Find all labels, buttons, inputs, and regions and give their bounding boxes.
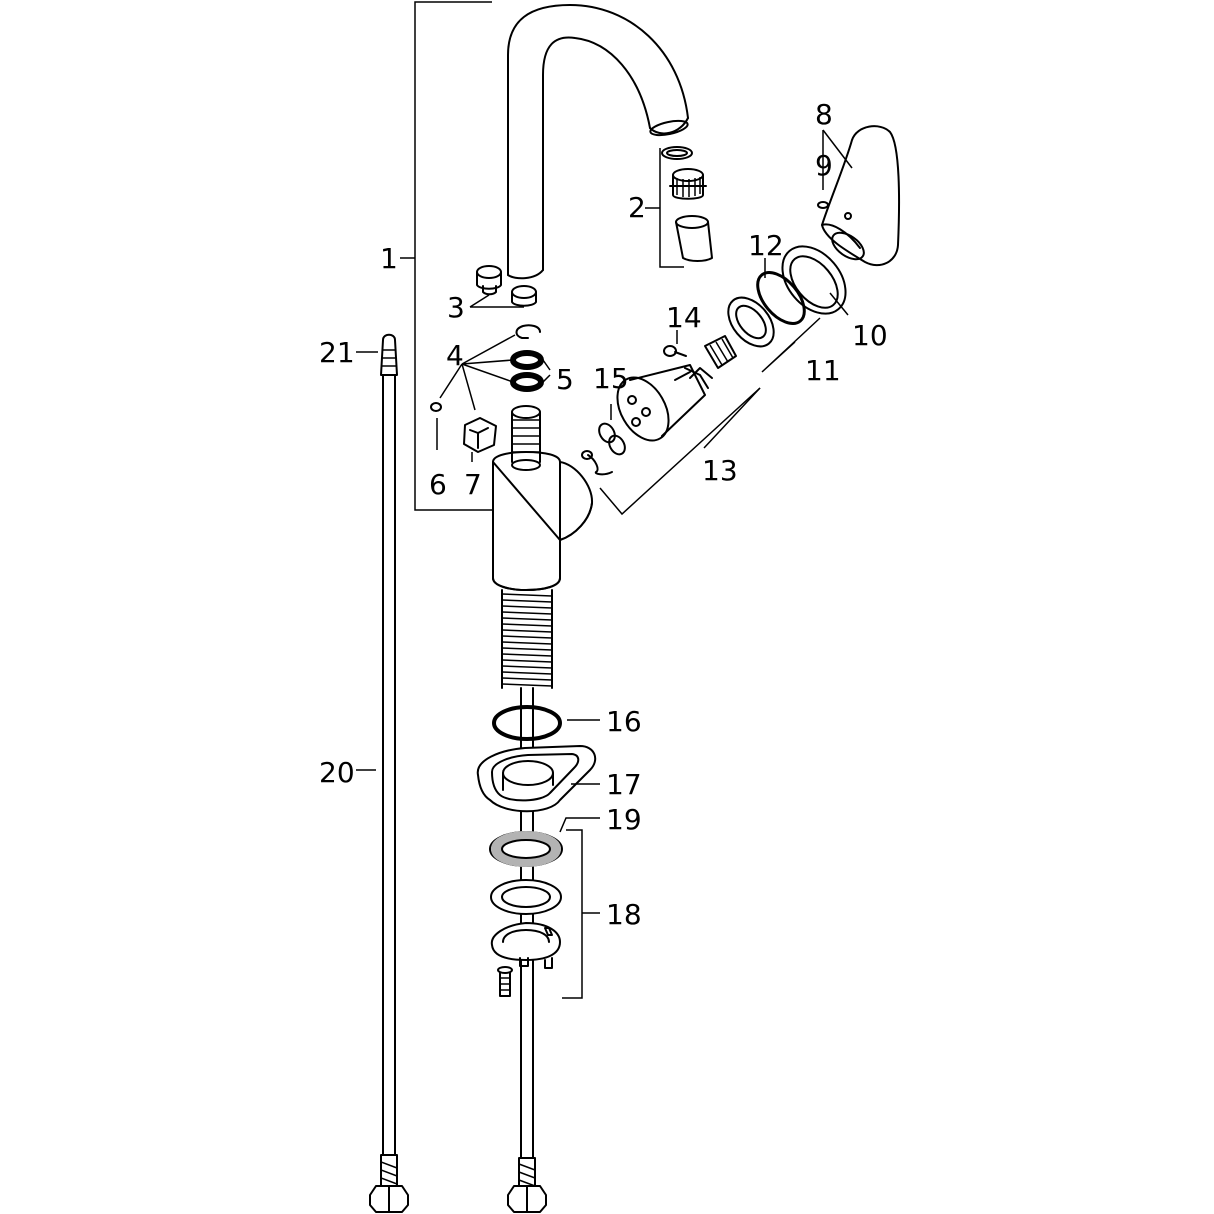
- part-3-adaptors: [469, 265, 537, 308]
- label-part-15: 15: [593, 362, 629, 395]
- label-part-21: 21: [319, 336, 355, 369]
- faucet-body: [492, 405, 594, 591]
- washer-fill: [491, 831, 561, 867]
- label-part-16: 16: [606, 705, 642, 738]
- part-21-hose-tip: [356, 333, 398, 376]
- part-2-aerator: [645, 146, 713, 268]
- part-16-oring: [492, 705, 600, 741]
- label-part-20: 20: [319, 756, 355, 789]
- label-part-3: 3: [447, 291, 465, 324]
- label-part-5: 5: [556, 363, 574, 396]
- label-part-13: 13: [702, 454, 738, 487]
- label-part-2: 2: [628, 191, 646, 224]
- part-12-oring: [756, 258, 806, 325]
- label-part-17: 17: [606, 768, 642, 801]
- part-labels: 1 2 3 4 5 6 7 8 9 10 11 12 13 14 15 16 1…: [319, 98, 888, 931]
- label-part-18: 18: [606, 898, 642, 931]
- part-17-plate: [476, 745, 600, 813]
- part-15-seals: [581, 404, 626, 476]
- label-part-1: 1: [380, 242, 398, 275]
- label-part-8: 8: [815, 98, 833, 131]
- label-part-14: 14: [666, 301, 702, 334]
- label-part-4: 4: [446, 339, 464, 372]
- spout: [507, 4, 689, 280]
- part-7-clip: [463, 417, 497, 462]
- part-20-hose: [356, 374, 409, 1213]
- label-part-6: 6: [429, 468, 447, 501]
- part-13-cartridge: [599, 364, 761, 516]
- part-1-bracket: [400, 1, 492, 511]
- label-part-9: 9: [815, 149, 833, 182]
- part-8-handle: [817, 125, 901, 267]
- part-10-cap: [781, 245, 849, 316]
- part-11-nut: [727, 296, 821, 373]
- part-6-pin: [430, 402, 442, 450]
- threaded-shank: [501, 589, 553, 689]
- part-5-orings: [439, 324, 551, 411]
- label-part-10: 10: [852, 319, 888, 352]
- label-part-7: 7: [464, 468, 482, 501]
- label-part-12: 12: [748, 229, 784, 262]
- label-part-11: 11: [805, 354, 841, 387]
- label-part-19: 19: [606, 803, 642, 836]
- part-19-washer: [489, 817, 600, 867]
- part-14-screw: [663, 330, 737, 369]
- part-18-mounting-set: [490, 829, 600, 999]
